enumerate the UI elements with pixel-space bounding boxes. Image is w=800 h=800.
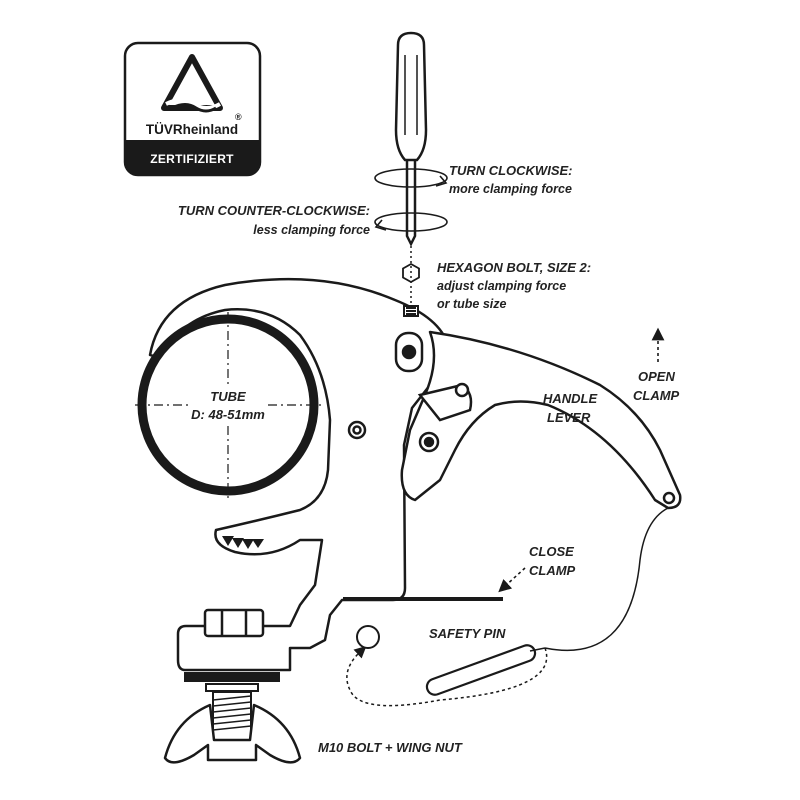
divider-bar: [343, 597, 503, 601]
tuv-triangle-logo-icon: [161, 54, 223, 113]
safety-pin-hole: [356, 625, 380, 649]
linkage-arm: [417, 382, 473, 453]
hexagon-bolt-instruction: HEXAGON BOLT, SIZE 2: adjust clamping fo…: [437, 260, 591, 311]
tuv-certification-badge: TÜVRheinland ® ZERTIFIZIERT: [123, 41, 262, 177]
handle-lever-line1: HANDLE: [543, 391, 597, 406]
hex-nut-icon: [203, 608, 265, 638]
adjust-bolt-head-icon: [403, 305, 419, 317]
close-clamp-arrow-icon: [498, 567, 526, 593]
turn-clockwise-detail: more clamping force: [449, 182, 572, 196]
handle-lever-line2: LEVER: [547, 410, 591, 425]
rivet-icon: [347, 420, 367, 440]
close-clamp-line2: CLAMP: [529, 563, 576, 578]
turn-clockwise-instruction: TURN CLOCKWISE: more clamping force: [449, 163, 573, 196]
tube: TUBE D: 48-51mm: [135, 312, 321, 498]
hexagon-icon: [402, 262, 420, 284]
handle-lever[interactable]: [400, 330, 682, 510]
safety-pin-path-icon: [346, 645, 548, 707]
tube-title: TUBE: [210, 389, 246, 404]
screwdriver-icon: [394, 31, 428, 247]
safety-pin-cord: [544, 507, 669, 652]
hexagon-bolt-line3: or tube size: [437, 297, 507, 311]
close-clamp-line1: CLOSE: [529, 544, 574, 559]
hexagon-bolt-line2: adjust clamping force: [437, 279, 566, 293]
turn-counter-clockwise-instruction: TURN COUNTER-CLOCKWISE: less clamping fo…: [178, 203, 370, 237]
clamp-body: [148, 277, 450, 672]
rotation-counter-clockwise-icon: [374, 212, 448, 232]
hexagon-bolt-title: HEXAGON BOLT, SIZE 2:: [437, 260, 591, 275]
safety-pin-label: SAFETY PIN: [429, 626, 506, 641]
handle-lever-label: HANDLE LEVER: [543, 391, 597, 425]
turn-counter-clockwise-detail: less clamping force: [253, 223, 370, 237]
open-clamp-label: OPEN CLAMP: [633, 369, 680, 403]
certification-status: ZERTIFIZIERT: [150, 152, 234, 166]
open-clamp-line1: OPEN: [638, 369, 675, 384]
tuv-brand: TÜVRheinland: [146, 122, 238, 137]
rotation-clockwise-icon: [374, 168, 448, 188]
close-clamp-label: CLOSE CLAMP: [529, 544, 576, 578]
bolt-label: M10 BOLT + WING NUT: [318, 740, 463, 755]
open-clamp-line2: CLAMP: [633, 388, 680, 403]
pivot-slot-icon: [394, 331, 424, 373]
turn-counter-clockwise-title: TURN COUNTER-CLOCKWISE:: [178, 203, 370, 218]
jaw-teeth: [222, 536, 264, 549]
turn-clockwise-title: TURN CLOCKWISE:: [449, 163, 573, 178]
tube-size: D: 48-51mm: [191, 407, 265, 422]
wing-nut-icon[interactable]: [163, 703, 302, 764]
registered-mark: ®: [235, 112, 242, 122]
safety-pin[interactable]: [425, 643, 546, 697]
